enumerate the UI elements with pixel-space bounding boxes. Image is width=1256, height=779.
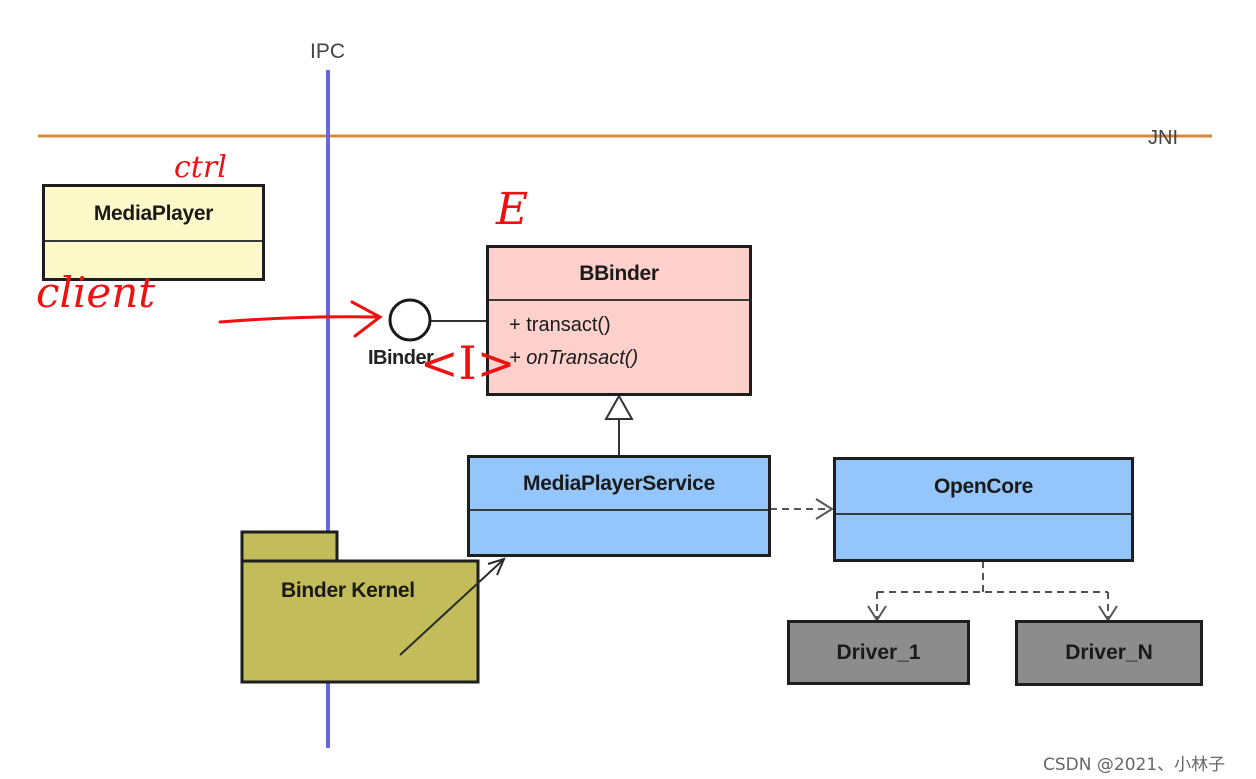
client-annotation: client [36, 268, 156, 317]
package-body [240, 559, 480, 684]
mediaplayer-class: MediaPlayer [42, 184, 265, 281]
driver-1-name: Driver_1 [836, 640, 921, 664]
bbinder-operations: + transact() + onTransact() [489, 301, 749, 375]
opencore-class-name: OpenCore [836, 460, 1131, 515]
e-annotation: E [496, 184, 529, 235]
opencore-class: OpenCore [833, 457, 1134, 562]
client-arrow-annotation [218, 315, 378, 324]
kernel-arrowhead [487, 557, 506, 576]
operation-ontransact: + onTransact() [509, 347, 639, 369]
i-annotation: <I> [420, 336, 516, 390]
ctrl-annotation: ctrl [174, 150, 227, 185]
driver-n-class: Driver_N [1015, 620, 1203, 686]
bbinder-class-name: BBinder [489, 248, 749, 301]
watermark: CSDN @2021、小林子 [1043, 755, 1226, 775]
ibinder-interface-circle [388, 298, 432, 342]
binder-kernel-package-name: Binder Kernel [281, 579, 415, 602]
dependency-arrowhead-opencore [815, 498, 834, 520]
mediaplayer-class-name: MediaPlayer [45, 187, 262, 242]
ibinder-interface-label: IBinder [368, 347, 434, 369]
driver-n-name: Driver_N [1065, 641, 1153, 664]
mediaplayerservice-class: MediaPlayerService [467, 455, 771, 557]
jni-label: JNI [1148, 127, 1178, 149]
package-tab [240, 530, 339, 564]
client-arrowhead-annotation [350, 300, 383, 338]
mediaplayerservice-class-name: MediaPlayerService [470, 458, 768, 511]
kernel-to-service-arrow [399, 559, 504, 656]
operation-transact: + transact() [509, 314, 611, 336]
ipc-label: IPC [310, 40, 346, 63]
inheritance-triangle [604, 393, 634, 420]
driver-1-class: Driver_1 [787, 620, 970, 685]
bbinder-class: BBinder + transact() + onTransact() [486, 245, 752, 396]
